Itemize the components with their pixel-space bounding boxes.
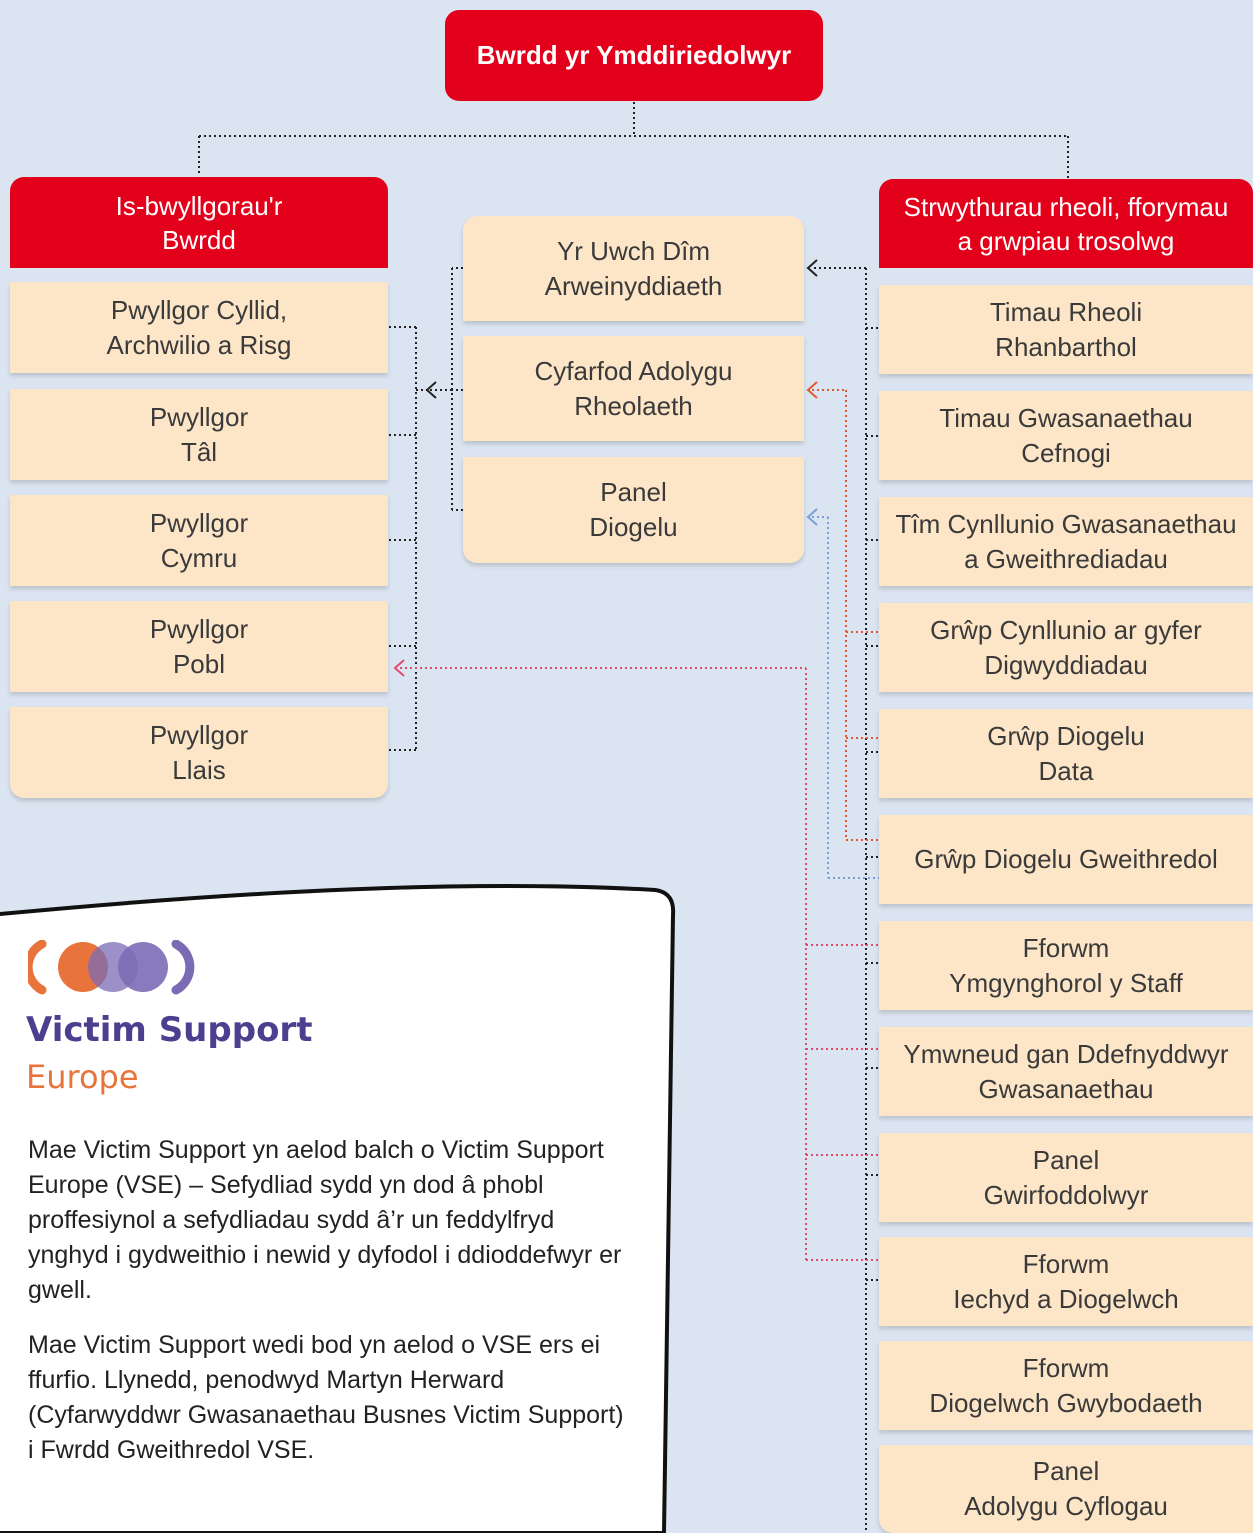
right-item-staff-forum: Fforwm Ymgynghorol y Staff [879, 921, 1253, 1010]
right-header-management-structures: Strwythurau rheoli, fforymau a grwpiau t… [879, 179, 1253, 268]
right-item-pay-review-panel: Panel Adolygu Cyflogau [879, 1445, 1253, 1533]
right-item-event-planning: Grŵp Cynllunio ar gyfer Digwyddiadau [879, 603, 1253, 692]
root-box-trustees: Bwrdd yr Ymddiriedolwyr [445, 10, 823, 101]
vse-paragraph-1: Mae Victim Support yn aelod balch o Vict… [28, 1136, 622, 1304]
right-item-volunteer-panel: Panel Gwirfoddolwyr [879, 1133, 1253, 1222]
right-item-service-planning: Tîm Cynllunio Gwasanaethau a Gweithredia… [879, 497, 1253, 586]
left-item-wales-committee: Pwyllgor Cymru [10, 495, 388, 586]
vse-callout-frame [0, 884, 676, 1533]
vse-logo-icon [28, 940, 195, 995]
right-item-data-protection: Grŵp Diogelu Data [879, 709, 1253, 798]
right-item-regional-management: Timau Rheoli Rhanbarthol [879, 285, 1253, 374]
middle-item-senior-leadership: Yr Uwch Dîm Arweinyddiaeth [463, 216, 804, 321]
right-item-information-security: Fforwm Diogelwch Gwybodaeth [879, 1341, 1253, 1430]
left-item-people-committee: Pwyllgor Pobl [10, 601, 388, 692]
middle-item-safeguarding-panel: Panel Diogelu [463, 457, 804, 563]
vse-logo-subtitle: Europe [26, 1058, 139, 1096]
middle-item-management-review: Cyfarfod Adolygu Rheolaeth [463, 336, 804, 441]
vse-logo-title: Victim Support [26, 1010, 313, 1050]
right-item-operational-safeguarding: Grŵp Diogelu Gweithredol [879, 815, 1253, 904]
left-item-finance-audit-risk: Pwyllgor Cyllid, Archwilio a Risg [10, 282, 388, 373]
left-item-voice-committee: Pwyllgor Llais [10, 707, 388, 798]
right-item-health-safety: Fforwm Iechyd a Diogelwch [879, 1237, 1253, 1326]
left-header-board-subcommittees: Is-bwyllgorau'r Bwrdd [10, 177, 388, 268]
right-item-service-user-engagement: Ymwneud gan Ddefnyddwyr Gwasanaethau [879, 1027, 1253, 1116]
right-item-support-services: Timau Gwasanaethau Cefnogi [879, 391, 1253, 480]
vse-paragraph-2: Mae Victim Support wedi bod yn aelod o V… [28, 1331, 624, 1464]
left-item-pay-committee: Pwyllgor Tâl [10, 389, 388, 480]
